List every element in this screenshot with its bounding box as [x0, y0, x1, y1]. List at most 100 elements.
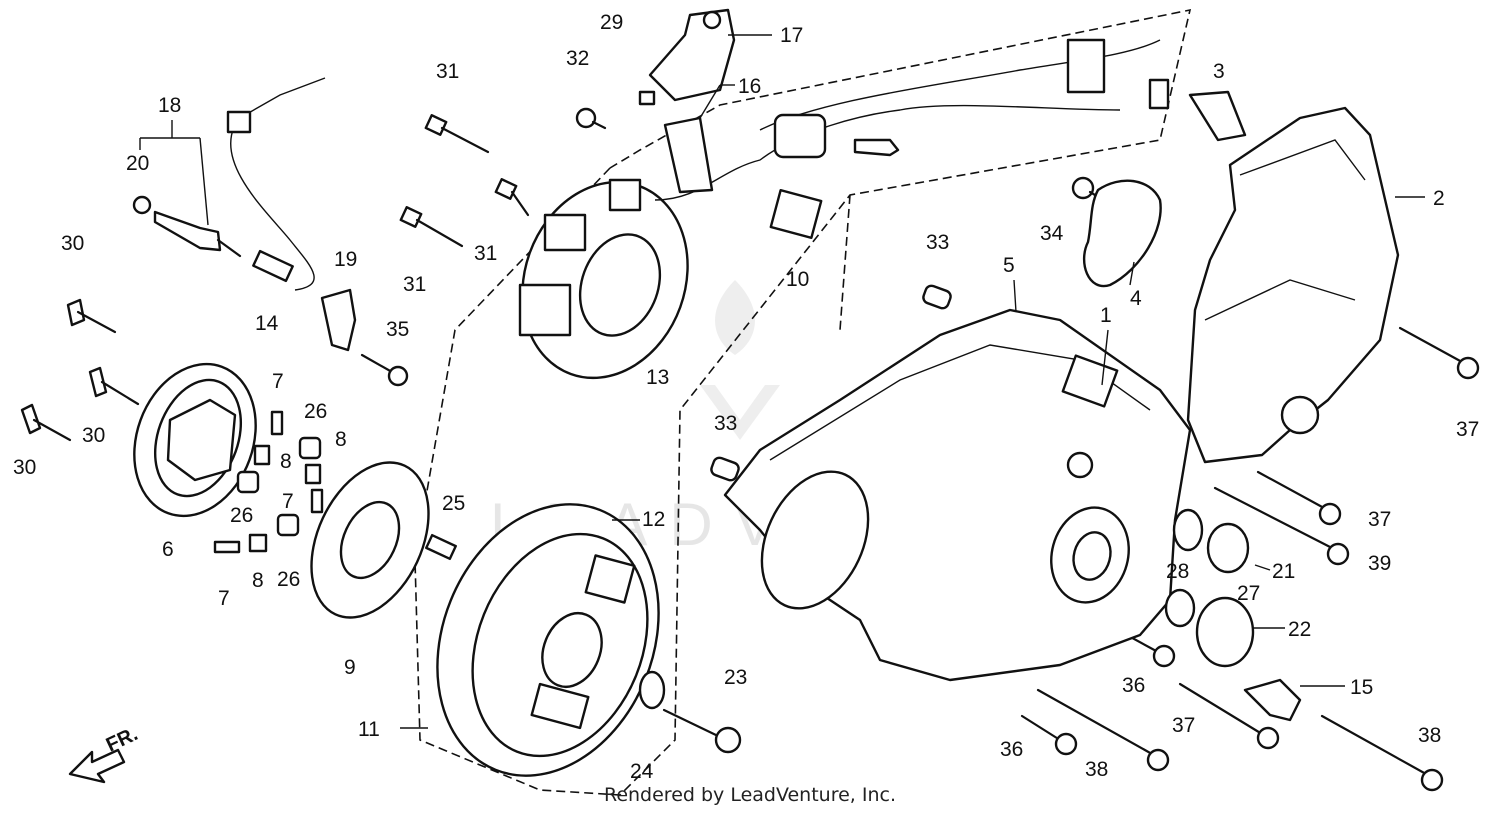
callout-29: 29: [600, 11, 623, 34]
bolt-39: [1213, 486, 1350, 566]
bolt-30-top: [66, 298, 117, 334]
bolts: [20, 107, 1480, 792]
callout-7-a: 7: [272, 370, 284, 393]
part-2-cover: [1186, 106, 1400, 464]
bolt-31-mid: [494, 178, 530, 217]
callout-38-b: 38: [1418, 724, 1441, 747]
callout-3: 3: [1213, 60, 1225, 83]
bolt-30-mid: [88, 366, 140, 406]
callout-8-a: 8: [280, 450, 292, 473]
callout-23: 23: [724, 666, 747, 689]
callout-30-a: 30: [61, 232, 84, 255]
callout-11: 11: [358, 718, 380, 741]
callout-31-c: 31: [403, 273, 426, 296]
part-1-crankcase-cover: [723, 308, 1192, 682]
callout-15: 15: [1350, 676, 1373, 699]
callout-10: 10: [786, 268, 809, 291]
bolt-37-bottom: [1178, 682, 1280, 750]
callout-34: 34: [1040, 222, 1064, 245]
bolt-38-right: [1320, 714, 1444, 792]
bolt-30-left: [20, 403, 72, 442]
bolt-23: [662, 708, 742, 754]
bolt-32: [575, 107, 607, 130]
callout-8-b: 8: [335, 428, 347, 451]
callout-26-c: 26: [277, 568, 300, 591]
bolt-36-lower: [1020, 714, 1078, 756]
credit-footer: Rendered by LeadVenture, Inc.: [603, 784, 897, 806]
part-29-nut: [638, 90, 656, 106]
callout-39: 39: [1368, 552, 1391, 575]
harness-connectors: [773, 38, 1170, 159]
part-4-plate: [1083, 179, 1162, 288]
callout-17: 17: [780, 24, 803, 47]
bolt-31-top: [424, 114, 490, 154]
part-28-oring: [1172, 508, 1204, 552]
callouts: 1 2 3 4 5 6 7 7 7 8 8 8 9 10 11 12 13 14…: [13, 11, 1479, 783]
watermark-logo: [700, 280, 780, 440]
callout-30-b: 30: [82, 424, 105, 447]
part-33-bottom: [710, 456, 740, 482]
callout-8-c: 8: [252, 569, 264, 592]
part-11-rotor: [436, 503, 660, 777]
part-33-top: [922, 284, 952, 310]
part-18-sensor: [132, 195, 242, 258]
callout-31-b: 31: [474, 242, 497, 265]
springs-rollers: [213, 410, 324, 554]
part-9-disc: [310, 461, 430, 619]
part-13-stator: [518, 178, 689, 380]
part-17-holder: [648, 8, 736, 102]
callout-37-a: 37: [1456, 418, 1479, 441]
bolt-38-mid: [1036, 688, 1170, 772]
callout-19: 19: [334, 248, 357, 271]
callout-7-c: 7: [218, 587, 230, 610]
callout-20: 20: [126, 152, 149, 175]
front-direction-label: FR.: [103, 723, 141, 757]
callout-38-a: 38: [1085, 758, 1108, 781]
callout-2: 2: [1433, 187, 1445, 210]
callout-22: 22: [1288, 618, 1311, 641]
callout-28: 28: [1166, 560, 1189, 583]
callout-27: 27: [1237, 582, 1260, 605]
callout-1: 1: [1100, 304, 1112, 327]
part-19-bracket: [320, 288, 357, 352]
part-6-base: [133, 362, 257, 518]
callout-36-b: 36: [1000, 738, 1023, 761]
callout-37-b: 37: [1368, 508, 1391, 531]
part-24-washer: [638, 670, 666, 710]
part-14-wire: [226, 77, 326, 291]
callout-9: 9: [344, 656, 356, 679]
callout-32: 32: [566, 47, 589, 70]
callout-16: 16: [738, 75, 761, 98]
callout-33-b: 33: [714, 412, 737, 435]
bolt-31-left: [399, 206, 464, 248]
part-21-cap: [1206, 522, 1250, 574]
callout-36-a: 36: [1122, 674, 1145, 697]
part-16-clip: [663, 116, 714, 194]
callout-24: 24: [630, 760, 654, 783]
callout-5: 5: [1003, 254, 1015, 277]
callout-7-b: 7: [282, 490, 294, 513]
assembly-outlines: [414, 8, 1192, 796]
bolt-37-right: [1398, 326, 1480, 380]
callout-25: 25: [442, 492, 465, 515]
part-27-oring: [1164, 588, 1196, 628]
part-3-clip: [1188, 90, 1247, 142]
part-25-pin: [425, 533, 457, 561]
callout-18: 18: [158, 94, 181, 117]
front-direction-arrow: FR.: [68, 723, 141, 784]
callout-37-c: 37: [1172, 714, 1195, 737]
callout-26-b: 26: [230, 504, 253, 527]
part-22-cap: [1195, 596, 1255, 668]
callout-35: 35: [386, 318, 409, 341]
bolt-35: [360, 353, 409, 387]
callout-12: 12: [642, 508, 665, 531]
callout-21: 21: [1272, 560, 1295, 583]
part-15-clip: [1243, 678, 1302, 722]
bolt-37-mid: [1256, 470, 1342, 526]
part-10-pickup: [654, 39, 1161, 239]
callout-31-a: 31: [436, 60, 459, 83]
callout-6: 6: [162, 538, 174, 561]
callout-33-a: 33: [926, 231, 949, 254]
callout-13: 13: [646, 366, 669, 389]
